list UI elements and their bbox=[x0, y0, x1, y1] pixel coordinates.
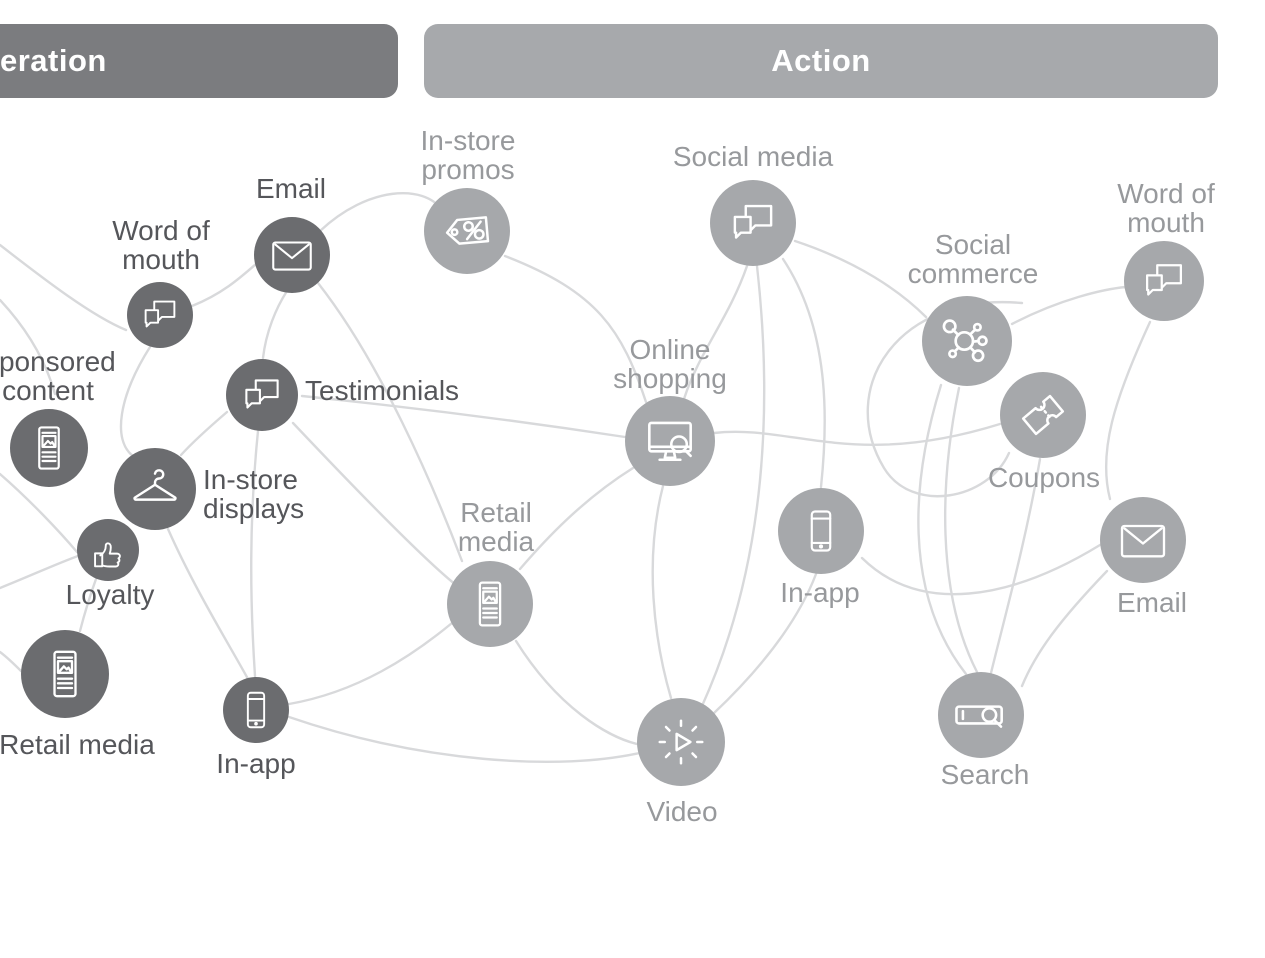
ticket-icon bbox=[1021, 394, 1065, 436]
phase-label-action: Action bbox=[771, 43, 871, 78]
node-label-wom-consideration: Word of mouth bbox=[112, 215, 210, 275]
node-in-store-displays bbox=[114, 448, 196, 530]
search-bar-icon bbox=[955, 705, 1003, 728]
speech-bubbles-icon bbox=[144, 300, 176, 328]
node-label-in-store-promos: In-store promos bbox=[420, 125, 516, 185]
node-retail-media-consideration bbox=[21, 630, 109, 718]
node-email-consideration bbox=[254, 217, 330, 293]
node-label-email-action: Email bbox=[1116, 587, 1187, 618]
node-social-media bbox=[710, 180, 796, 266]
phase-bar-consideration: eration bbox=[0, 24, 398, 98]
node-label-in-app-action: In-app bbox=[780, 577, 860, 608]
node-online-shopping bbox=[625, 396, 715, 486]
price-tag-icon bbox=[445, 216, 490, 245]
node-wom-action bbox=[1124, 241, 1204, 321]
node-label-email-consideration: Email bbox=[255, 173, 326, 204]
document-icon bbox=[478, 581, 502, 627]
node-label-social-media: Social media bbox=[672, 141, 834, 172]
envelope-icon bbox=[272, 241, 312, 271]
node-label-retail-media-consideration: Retail media bbox=[0, 729, 155, 760]
thumbs-up-icon bbox=[94, 542, 121, 568]
node-loyalty bbox=[77, 519, 139, 581]
node-label-testimonials: Testimonials bbox=[305, 375, 460, 406]
node-in-store-promos bbox=[424, 188, 510, 274]
node-retail-media-action bbox=[447, 561, 533, 647]
node-label-sponsored-content: Sponsored content bbox=[0, 346, 116, 406]
speech-bubbles-icon bbox=[245, 379, 279, 409]
node-label-retail-media-action: Retail media bbox=[457, 497, 535, 557]
node-social-commerce bbox=[922, 296, 1012, 386]
node-email-action bbox=[1100, 497, 1186, 583]
network-icon bbox=[942, 319, 988, 363]
node-label-in-store-displays: In-store displays bbox=[203, 464, 305, 524]
node-label-wom-action: Word of mouth bbox=[1117, 178, 1215, 238]
speech-bubbles-icon bbox=[733, 204, 773, 239]
node-testimonials bbox=[226, 359, 298, 431]
phase-label-consideration: eration bbox=[0, 43, 107, 78]
smartphone-icon bbox=[246, 691, 266, 729]
document-icon bbox=[38, 426, 60, 470]
phase-bar-action: Action bbox=[424, 24, 1218, 98]
node-label-social-commerce: Social commerce bbox=[907, 229, 1039, 289]
node-label-in-app-consideration: In-app bbox=[216, 748, 296, 779]
node-in-app-consideration bbox=[223, 677, 289, 743]
node-sponsored-content bbox=[10, 409, 88, 487]
monitor-search-icon bbox=[648, 421, 692, 462]
document-icon bbox=[53, 650, 77, 698]
node-search bbox=[938, 672, 1024, 758]
node-in-app-action bbox=[778, 488, 864, 574]
node-coupons bbox=[1000, 372, 1086, 458]
node-label-online-shopping: Online shopping bbox=[613, 334, 727, 394]
node-wom-consideration bbox=[127, 282, 193, 348]
node-label-video: Video bbox=[646, 796, 718, 827]
envelope-icon bbox=[1120, 524, 1166, 558]
speech-bubbles-icon bbox=[1146, 264, 1182, 296]
node-video bbox=[637, 698, 725, 786]
node-label-loyalty: Loyalty bbox=[65, 579, 155, 610]
clothes-hanger-icon bbox=[133, 469, 177, 501]
play-burst-icon bbox=[658, 719, 704, 765]
smartphone-icon bbox=[810, 510, 832, 552]
node-label-search: Search bbox=[940, 759, 1030, 790]
node-label-coupons: Coupons bbox=[987, 462, 1101, 493]
